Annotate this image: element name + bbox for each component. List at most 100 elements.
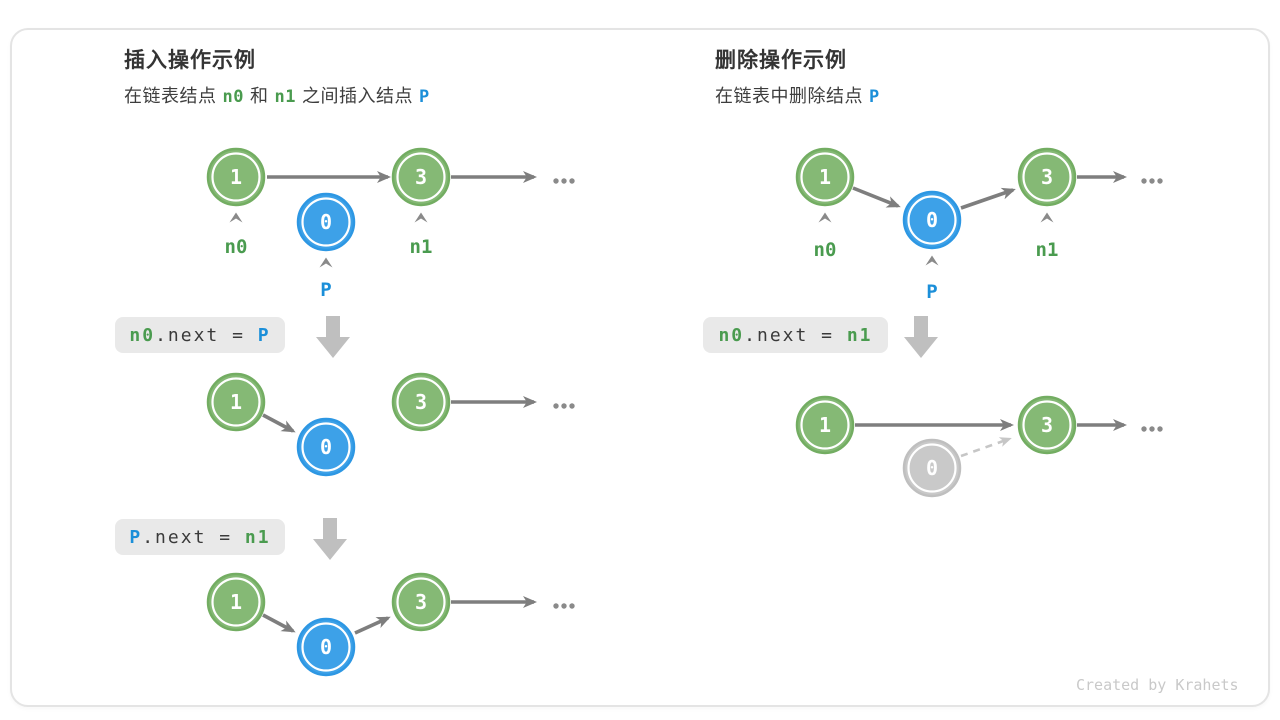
node-ring [396, 577, 446, 627]
delete-step2-diagram: 1 3 0 [795, 395, 1163, 498]
node-ring [396, 152, 446, 202]
node-circle [795, 147, 855, 207]
edge-0-to-3 [354, 616, 391, 635]
code-box-delete-step1: n0.next = n1 [703, 317, 888, 353]
node-circle [1017, 395, 1077, 455]
code-token-lhs: n0 [718, 324, 745, 346]
ellipsis [1141, 426, 1163, 432]
node-1: 1 [206, 572, 266, 632]
ellipsis [553, 178, 575, 184]
ellipsis-dot [553, 603, 559, 609]
delete-step1-diagram: 1 3 0 n0 n1 P [795, 147, 1163, 303]
ellipsis-dot [1157, 426, 1163, 432]
insert-subtitle-post: 之间插入结点 [301, 86, 413, 106]
code-token-rhs: n1 [244, 526, 271, 548]
edge-removed-0-to-3-dashed [960, 437, 1012, 458]
node-value: 1 [230, 590, 242, 614]
insert-step1-diagram: 1 3 0 n0 n1 P [206, 147, 575, 301]
code-box-insert-step2: P.next = n1 [115, 519, 285, 555]
node-0-to-delete: 0 [902, 190, 962, 250]
insert-step2-diagram: 1 3 0 [206, 372, 575, 477]
node-1: 1 [795, 395, 855, 455]
pointer-label-n0: n0 [814, 239, 837, 261]
code-token-rhs: P [257, 324, 271, 346]
node-circle [206, 572, 266, 632]
node-ring [1022, 152, 1072, 202]
node-value: 3 [415, 390, 427, 414]
insert-subtitle-n0: n0 [222, 87, 244, 107]
ellipsis-dot [1149, 178, 1155, 184]
node-circle [391, 147, 451, 207]
node-0-detached: 0 [296, 192, 356, 252]
insert-subtitle-p: P [418, 87, 430, 107]
node-3: 3 [1017, 395, 1077, 455]
delete-section-title: 删除操作示例 [715, 49, 847, 72]
delete-subtitle-pre: 在链表中删除结点 [715, 86, 863, 106]
node-circle [206, 147, 266, 207]
edge-1-to-0 [852, 186, 901, 208]
code-token-lhs: P [129, 526, 143, 548]
node-1: 1 [795, 147, 855, 207]
pointer-label-n0: n0 [225, 236, 248, 258]
node-value: 0 [320, 635, 332, 659]
node-ring [301, 197, 351, 247]
node-value: 0 [926, 208, 938, 232]
node-value: 0 [320, 435, 332, 459]
node-value: 1 [230, 390, 242, 414]
node-ring [301, 622, 351, 672]
insert-subtitle-n1: n1 [274, 87, 296, 107]
node-ring [211, 152, 261, 202]
node-ring [800, 400, 850, 450]
insert-step3-diagram: 1 3 0 [206, 572, 575, 677]
watermark: Created by Krahets [1076, 676, 1239, 694]
insert-subtitle-mid: 和 [249, 86, 269, 106]
edge-1-to-0 [262, 413, 296, 433]
node-value: 0 [320, 210, 332, 234]
pointer-caret-n0 [229, 212, 243, 223]
ellipsis-dot [1141, 178, 1147, 184]
pointer-caret-p [925, 255, 939, 266]
node-ring [211, 577, 261, 627]
node-1: 1 [206, 147, 266, 207]
down-block-arrow [313, 518, 347, 560]
node-ring [1022, 400, 1072, 450]
pointer-caret-n1 [1040, 212, 1054, 223]
node-value: 3 [1041, 165, 1053, 189]
node-3: 3 [391, 147, 451, 207]
node-0-linked-from-1: 0 [296, 417, 356, 477]
node-3: 3 [391, 572, 451, 632]
pointer-label-n1: n1 [410, 236, 433, 258]
code-token-op: .next = [142, 526, 245, 548]
ellipsis-dot [561, 603, 567, 609]
ellipsis-dot [1157, 178, 1163, 184]
insert-subtitle-pre: 在链表结点 [124, 86, 217, 106]
delete-section-subtitle: 在链表中删除结点 P [715, 82, 886, 108]
node-ring [907, 443, 957, 493]
pointer-caret-n1 [414, 212, 428, 223]
node-value: 3 [1041, 413, 1053, 437]
code-token-lhs: n0 [129, 324, 156, 346]
ellipsis-dot [569, 603, 575, 609]
pointer-label-p: P [320, 279, 331, 301]
node-circle [206, 372, 266, 432]
node-1: 1 [206, 372, 266, 432]
node-value: 1 [819, 165, 831, 189]
edge-0-to-3 [960, 187, 1016, 210]
edge-1-to-0 [262, 613, 296, 633]
node-value: 3 [415, 165, 427, 189]
node-0-fully-linked: 0 [296, 617, 356, 677]
delete-subtitle-p: P [869, 87, 880, 107]
node-value: 0 [926, 456, 938, 480]
node-ring [301, 422, 351, 472]
ellipsis-dot [561, 403, 567, 409]
down-block-arrow [904, 316, 938, 358]
node-ring [396, 377, 446, 427]
ellipsis [553, 403, 575, 409]
code-token-rhs: n1 [846, 324, 873, 346]
node-value: 3 [415, 590, 427, 614]
pointer-caret-n0 [818, 212, 832, 223]
node-circle [902, 438, 962, 498]
node-circle [296, 417, 356, 477]
insert-section-title: 插入操作示例 [124, 49, 256, 72]
